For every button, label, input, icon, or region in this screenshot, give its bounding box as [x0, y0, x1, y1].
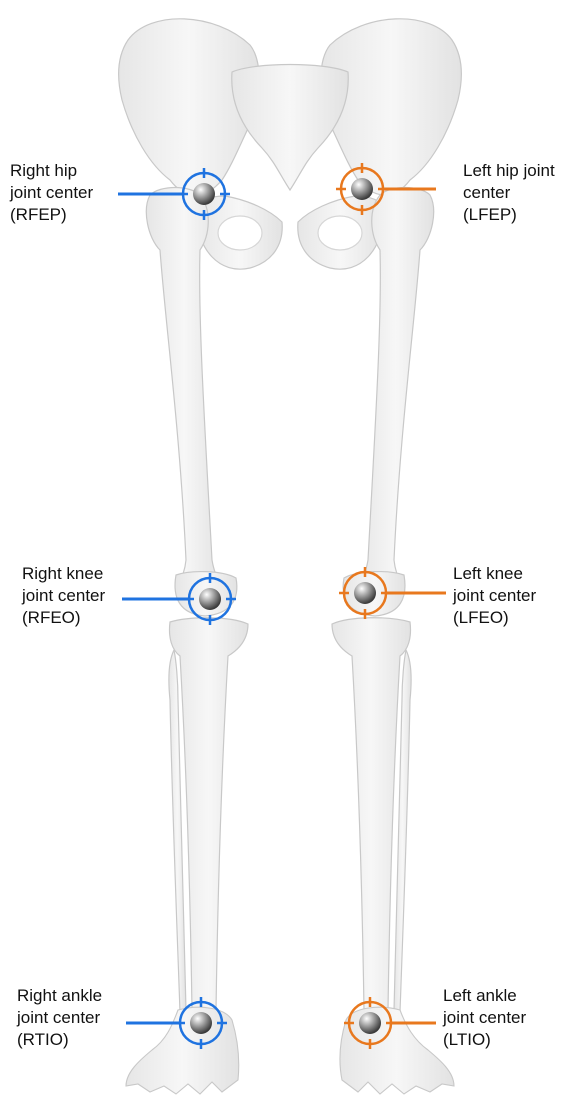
left-hip-label-line: (LFEP) — [463, 204, 555, 226]
right-hip-label-line: (RFEP) — [10, 204, 93, 226]
left-knee-label-line: joint center — [453, 585, 536, 607]
left-hip-label: Left hip joint center (LFEP) — [463, 160, 555, 226]
left-hip-label-line: Left hip joint — [463, 160, 555, 182]
left-ankle-label-line: joint center — [443, 1007, 526, 1029]
left-hip-ball — [351, 178, 373, 200]
right-ankle-label-line: joint center — [17, 1007, 102, 1029]
left-ankle-ball — [359, 1012, 381, 1034]
right-knee-label-line: Right knee — [22, 563, 105, 585]
feet — [126, 1007, 454, 1094]
right-hip-label-line: Right hip — [10, 160, 93, 182]
lower-legs — [169, 618, 411, 1012]
right-ankle-label-line: Right ankle — [17, 985, 102, 1007]
left-knee-ball — [354, 582, 376, 604]
left-ankle-label: Left ankle joint center (LTIO) — [443, 985, 526, 1051]
sacrum — [232, 65, 349, 191]
left-ankle-label-line: (LTIO) — [443, 1029, 526, 1051]
right-ankle-label-line: (RTIO) — [17, 1029, 102, 1051]
right-hip-ball — [193, 183, 215, 205]
left-knee-label-line: Left knee — [453, 563, 536, 585]
left-knee-label-line: (LFEO) — [453, 607, 536, 629]
right-ankle-ball — [190, 1012, 212, 1034]
right-hip-label: Right hip joint center (RFEP) — [10, 160, 93, 226]
right-knee-label-line: (RFEO) — [22, 607, 105, 629]
right-hip-label-line: joint center — [10, 182, 93, 204]
right-knee-label-line: joint center — [22, 585, 105, 607]
femurs — [146, 188, 433, 617]
left-ankle-label-line: Left ankle — [443, 985, 526, 1007]
right-knee-label: Right knee joint center (RFEO) — [22, 563, 105, 629]
left-foot — [340, 1007, 454, 1094]
left-knee-label: Left knee joint center (LFEO) — [453, 563, 536, 629]
left-hip-label-line: center — [463, 182, 555, 204]
right-ankle-label: Right ankle joint center (RTIO) — [17, 985, 102, 1051]
right-knee-ball — [199, 588, 221, 610]
